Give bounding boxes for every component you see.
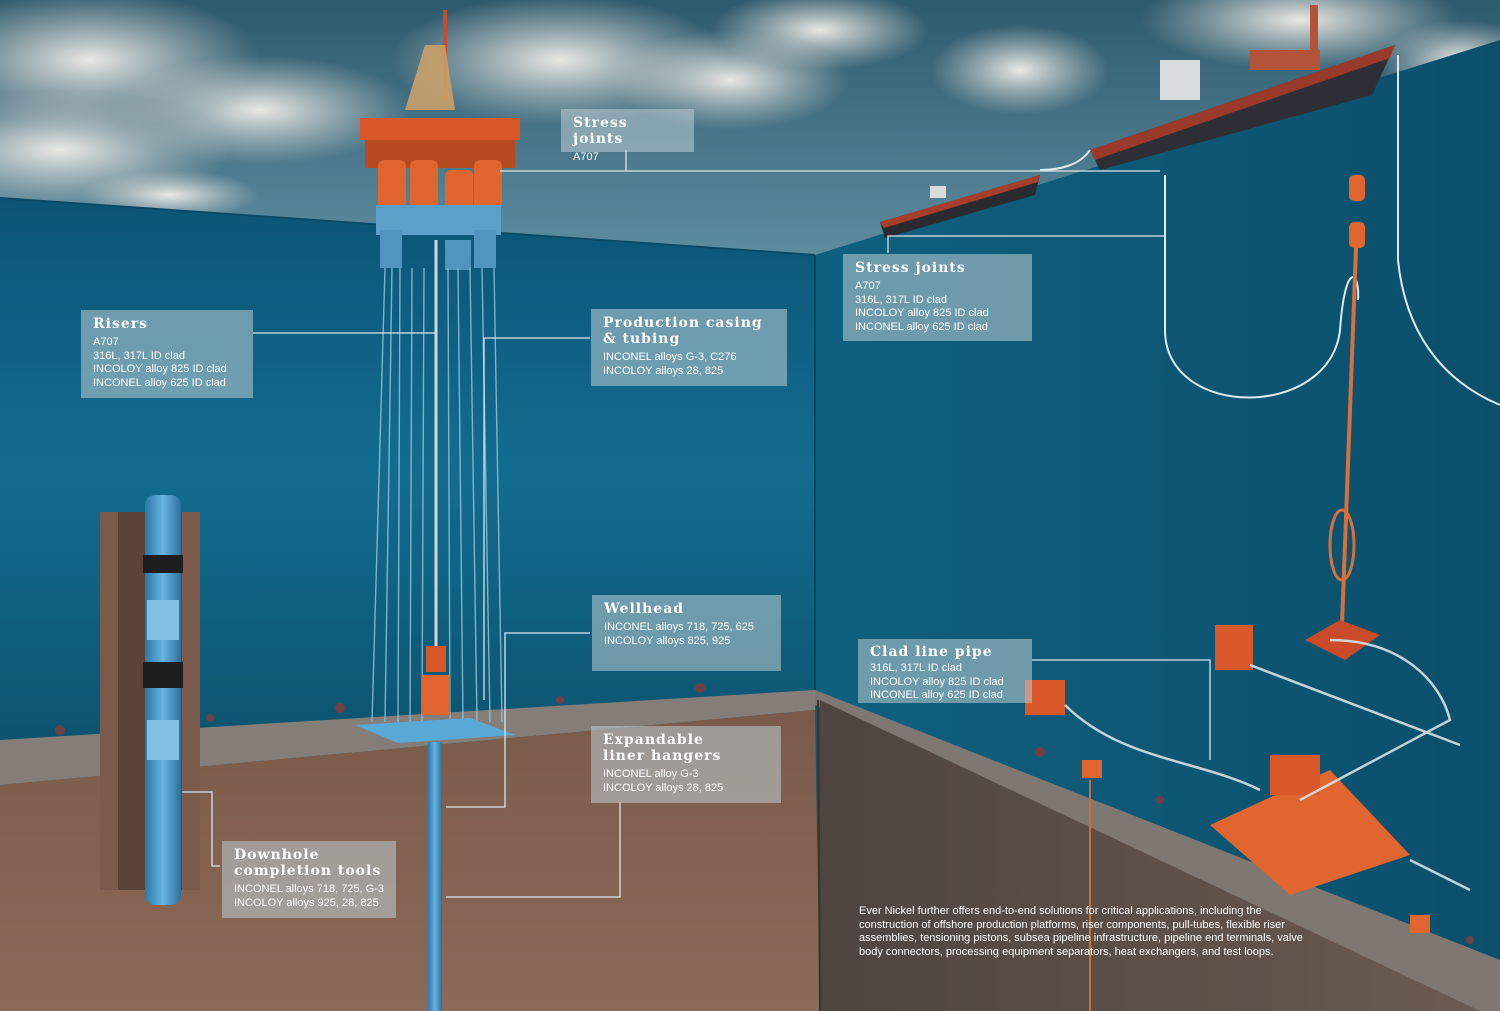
callout-line: INCOLOY alloy 825 ID clad — [855, 307, 989, 319]
callout-downhole-tools: Downhole completion tools INCONEL alloys… — [222, 841, 396, 918]
callout-line: INCOLOY alloy 825 ID clad — [870, 675, 1004, 688]
soil-edge — [817, 699, 821, 1011]
well-casing — [428, 742, 442, 1011]
buoys — [1349, 175, 1365, 248]
seabed-coral — [55, 683, 1474, 944]
subsea-pipelines — [1064, 638, 1471, 892]
callout-line: A707 — [573, 151, 599, 163]
callout-line: INCOLOY alloys 28, 825 — [603, 781, 724, 794]
callout-line: 316L, 317L ID clad — [870, 662, 962, 674]
callout-line: INCOLOY alloys 28, 825 — [603, 364, 724, 377]
callout-wellhead: Wellhead INCONEL alloys 718, 725, 625 IN… — [592, 595, 781, 671]
callout-title: Production casing & tubing — [603, 315, 763, 347]
callout-title: Clad line pipe — [870, 644, 993, 660]
callout-title: Stress joints — [855, 260, 966, 276]
callout-title: Stress joints — [573, 115, 628, 147]
wellhead-template — [355, 646, 515, 743]
callout-risers: Risers A707 316L, 317L ID clad INCOLOY a… — [81, 310, 253, 398]
callout-line: INCONEL alloys 718, 725, G-3 — [234, 883, 384, 895]
callout-expandable-liner: Expandable liner hangers INCONEL alloy G… — [591, 726, 781, 803]
callout-title: Risers — [93, 316, 148, 332]
callout-line: INCONEL alloy G-3 — [603, 768, 699, 780]
downhole-tool-cutaway — [100, 495, 200, 905]
leader-lines — [182, 150, 1211, 898]
callout-line: 316L, 317L ID clad — [93, 349, 185, 362]
callout-line: INCONEL alloy 625 ID clad — [870, 689, 1003, 701]
callout-line: INCONEL alloys G-3, C276 — [603, 351, 737, 363]
callout-line: A707 — [855, 280, 881, 292]
callout-clad-line-pipe: Clad line pipe 316L, 317L ID clad INCOLO… — [858, 639, 1032, 703]
callout-title: Wellhead — [604, 601, 685, 617]
production-platform — [360, 10, 520, 270]
tanker-ship — [1090, 5, 1395, 170]
callout-line: 316L, 317L ID clad — [855, 293, 947, 306]
callout-stress-joints-right: Stress joints A707 316L, 317L ID clad IN… — [843, 254, 1032, 341]
callout-title: Downhole completion tools — [234, 847, 382, 879]
callout-line: A707 — [93, 336, 119, 348]
shuttle-tanker — [880, 175, 1040, 238]
callout-production-casing: Production casing & tubing INCONEL alloy… — [591, 309, 787, 386]
footnote-text: Ever Nickel further offers end-to-end so… — [859, 905, 1303, 958]
soil-side — [820, 700, 1480, 1011]
callout-line: INCOLOY alloy 825 ID clad — [93, 363, 227, 375]
riser-tower-buoyancy — [1328, 508, 1356, 582]
seabed-top-right — [815, 690, 1500, 1011]
callout-stress-joints-top: Stress joints A707 — [561, 109, 694, 163]
riser-lines — [371, 267, 503, 723]
subsea-manifold — [1025, 625, 1430, 933]
callout-title: Expandable liner hangers — [603, 732, 722, 764]
callout-line: INCONEL alloys 718, 725, 625 — [604, 621, 755, 633]
callout-line: INCONEL alloy 625 ID clad — [93, 376, 226, 389]
callout-line: INCOLOY alloys 825, 925 — [604, 634, 731, 647]
riser-tower — [1340, 247, 1358, 626]
callout-line: INCONEL alloy 625 ID clad — [855, 320, 988, 333]
callout-line: INCOLOY alloys 925, 28, 825 — [234, 896, 379, 909]
